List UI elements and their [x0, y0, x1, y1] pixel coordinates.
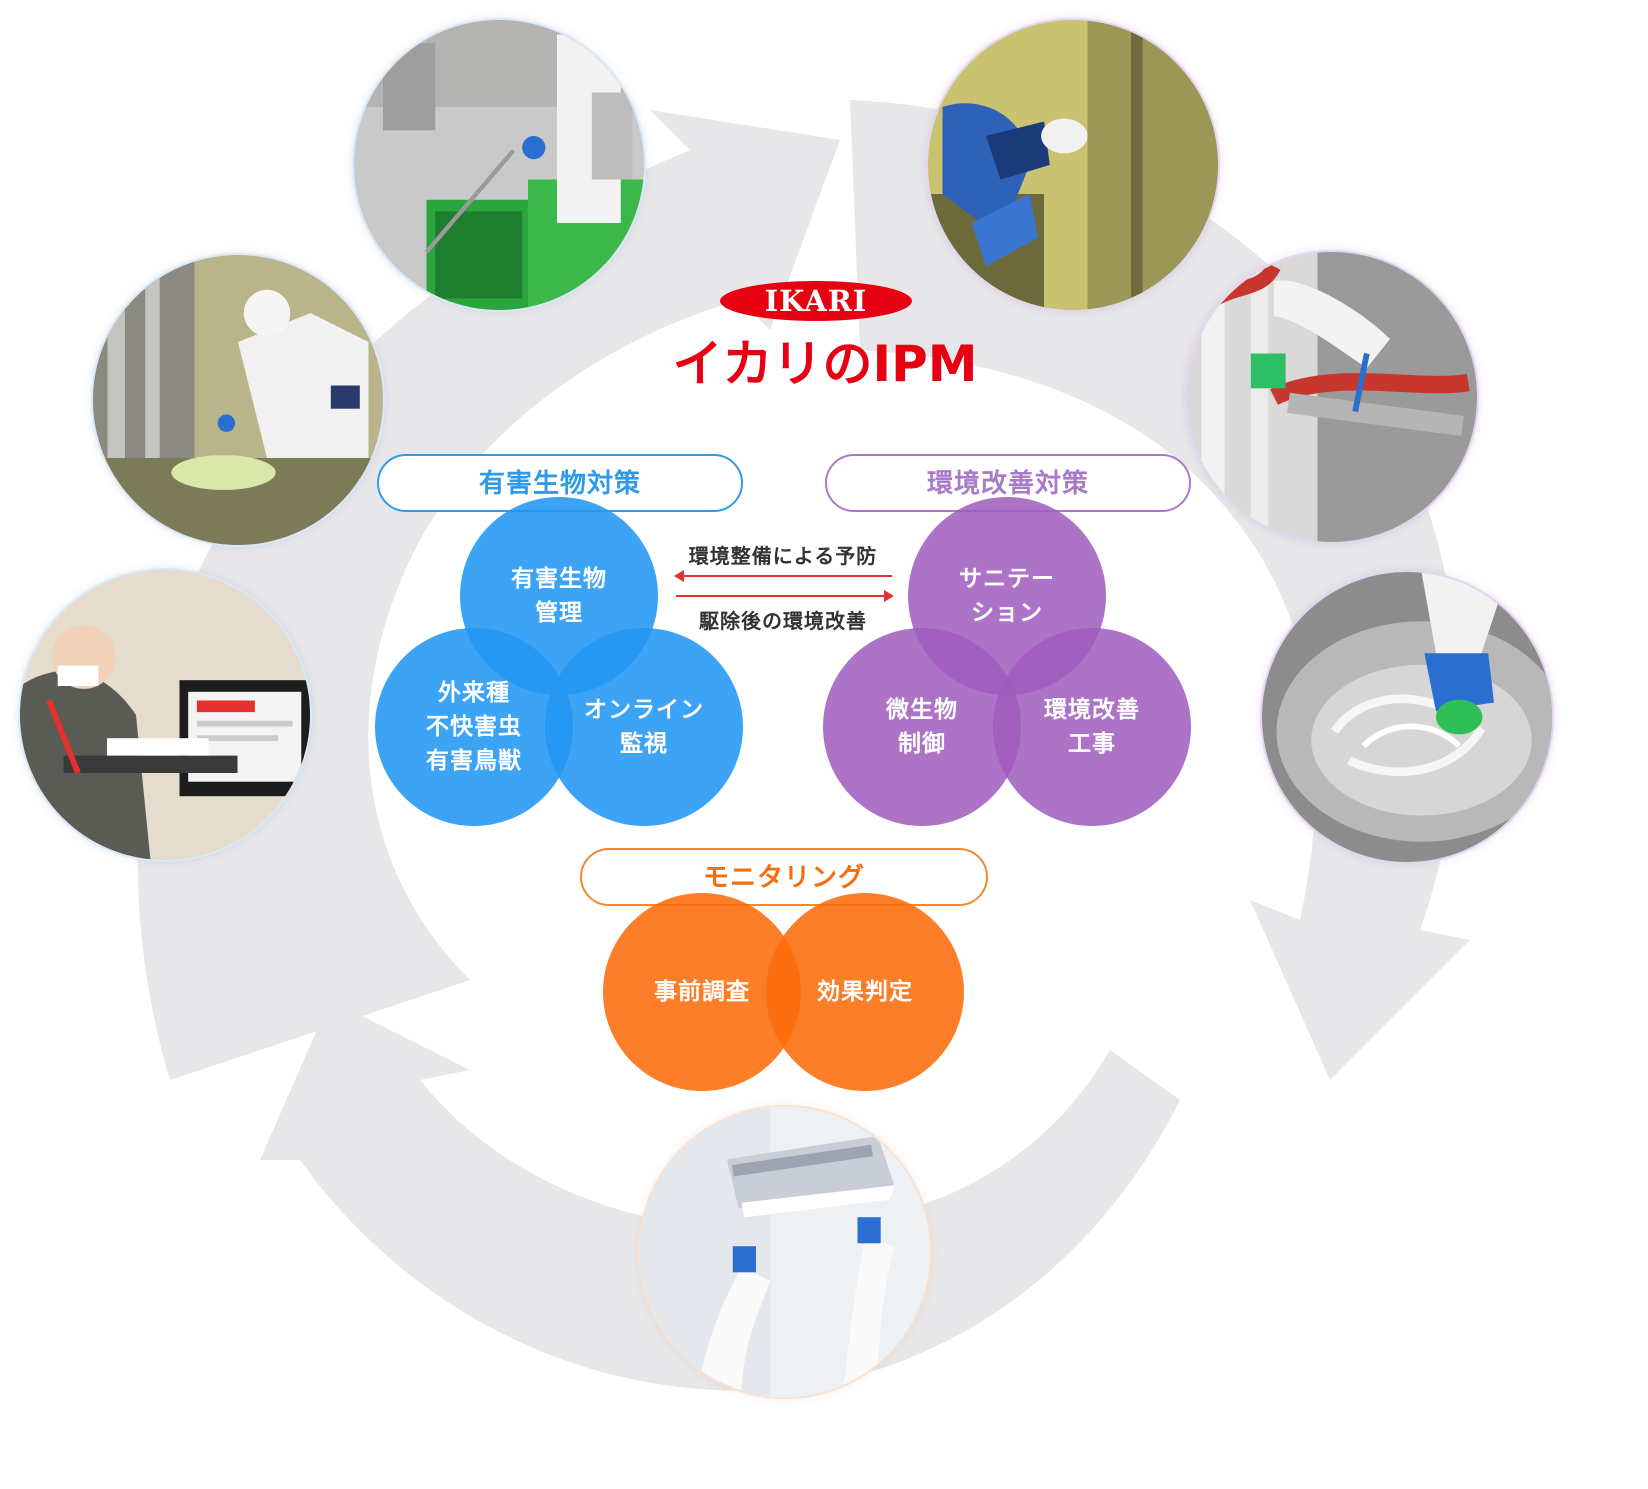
pre-survey-label: 事前調査 — [654, 979, 750, 1005]
scrubbing-cleaning-photo-icon — [1262, 572, 1552, 862]
invasive-species-circle: 外来種 不快害虫 有害鳥獣 — [375, 628, 573, 826]
right-arrow — [676, 590, 894, 602]
insect-light-trap-photo-icon — [640, 1107, 930, 1397]
right-arrowhead-icon — [884, 590, 894, 602]
ikari-logo: IKARI — [720, 281, 912, 321]
photo-scrubbing-cleaning — [1262, 572, 1552, 862]
cycle-segment-left — [137, 110, 841, 1080]
photo-insect-light-trap — [640, 1107, 930, 1397]
left-arrow — [674, 570, 892, 582]
monitoring-label: モニタリング — [580, 848, 988, 906]
effect-evaluation-label: 効果判定 — [817, 979, 913, 1005]
prevention-arrow-label: 環境整備による予防 — [688, 544, 878, 568]
effect-evaluation-circle: 効果判定 — [766, 893, 964, 1091]
left-arrowhead-icon — [674, 570, 684, 582]
environment-construction-circle: 環境改善 工事 — [993, 628, 1191, 826]
swab-sampling-photo-icon — [1187, 252, 1477, 542]
online-monitoring-laptop-photo-icon — [20, 570, 310, 860]
photo-swab-sampling — [1187, 252, 1477, 542]
sanitation-label: サニテー ション — [959, 566, 1055, 626]
photo-spray-treatment — [354, 20, 644, 310]
photo-floor-inspection — [93, 255, 383, 545]
page-title: イカリのIPM — [672, 335, 978, 393]
online-monitoring-circle: オンライン 監視 — [545, 628, 743, 826]
microbial-control-label: 微生物 制御 — [886, 697, 958, 757]
spray-treatment-photo-icon — [354, 20, 644, 310]
photo-wall-wiping — [928, 20, 1218, 310]
improvement-arrow-label: 駆除後の環境改善 — [699, 609, 867, 633]
photo-online-monitoring — [20, 570, 310, 860]
environment-construction-label: 環境改善 工事 — [1044, 697, 1140, 757]
invasive-species-label: 外来種 不快害虫 有害鳥獣 — [426, 680, 522, 774]
cycle-segment-bottom — [260, 1000, 1180, 1391]
online-monitoring-label: オンライン 監視 — [584, 697, 704, 757]
pest-management-label: 有害生物 管理 — [511, 566, 607, 626]
wall-wiping-photo-icon — [928, 20, 1218, 310]
floor-inspection-photo-icon — [93, 255, 383, 545]
microbial-control-circle: 微生物 制御 — [823, 628, 1021, 826]
